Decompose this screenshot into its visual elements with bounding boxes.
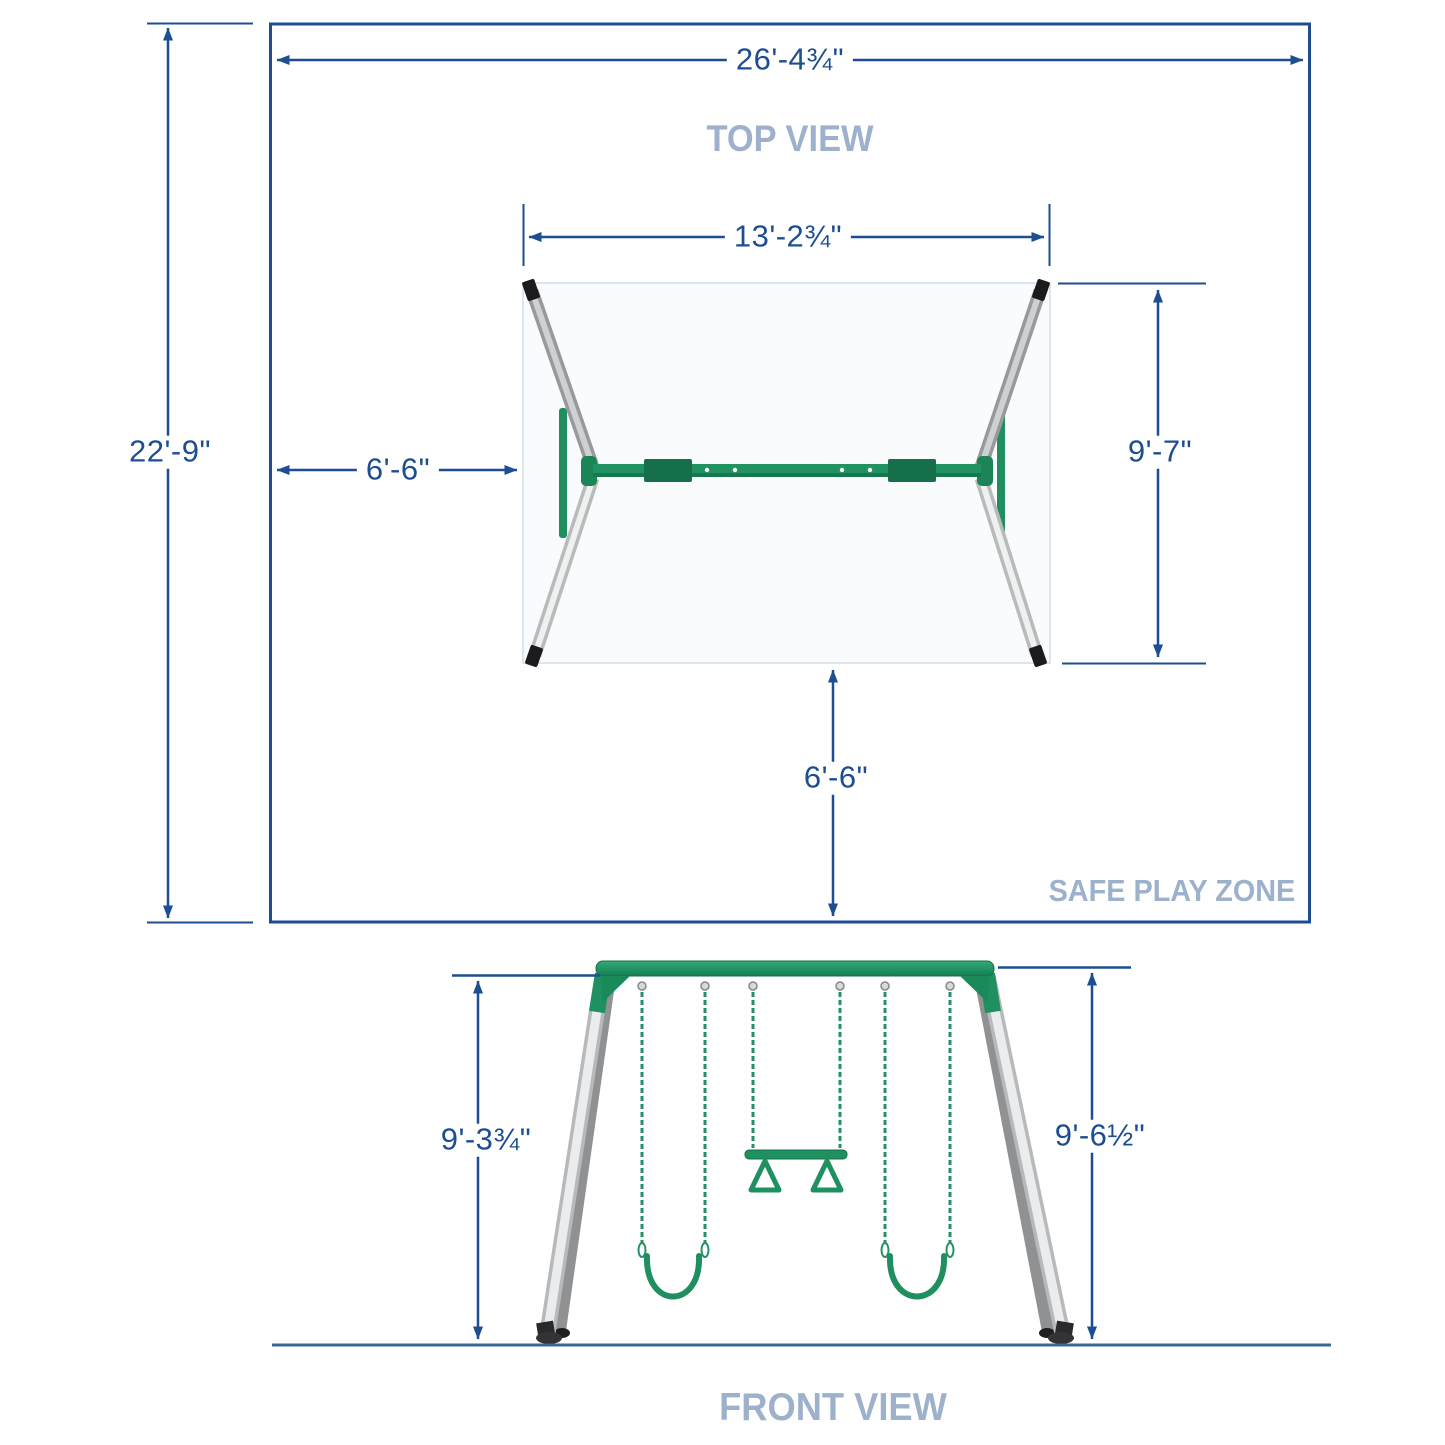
- top-view-title: TOP VIEW: [706, 118, 874, 159]
- dim-beam-span: 13'-2¾": [724, 220, 852, 254]
- dim-frame-depth: 9'-7": [1118, 435, 1202, 469]
- dim-height-right: 9'-6½": [1045, 1119, 1155, 1153]
- safe-play-zone-label: SAFE PLAY ZONE: [1048, 873, 1295, 908]
- front-view-swing-set-graphic: [272, 960, 1331, 1347]
- dim-overall-depth: 22'-9": [120, 435, 220, 469]
- dim-height-left: 9'-3¾": [431, 1123, 541, 1157]
- dim-overall-width: 26'-4¾": [726, 43, 854, 77]
- dim-side-clearance: 6'-6": [356, 453, 440, 487]
- top-view-swing-frame-graphic: [522, 278, 1050, 668]
- dim-front-clearance: 6'-6": [794, 761, 878, 795]
- front-view-dimension-lines: [452, 966, 1131, 1340]
- front-view-title: FRONT VIEW: [719, 1386, 947, 1429]
- top-view-safe-zone-outline: [269, 22, 1311, 924]
